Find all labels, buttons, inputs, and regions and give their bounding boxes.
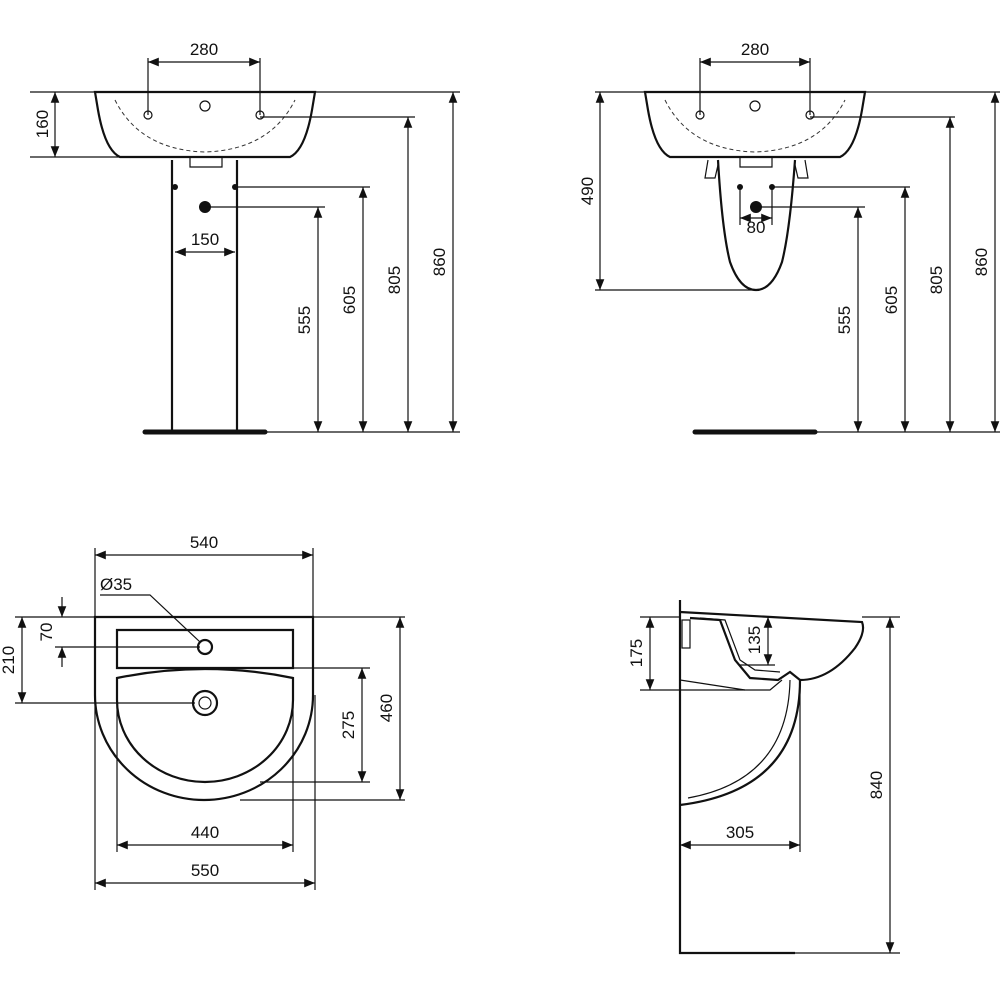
dim-540: 540 [190, 533, 218, 552]
dim-275: 275 [339, 711, 358, 739]
dim-555: 555 [295, 306, 314, 334]
semi-pedestal-front-view: 280 490 80 555 605 805 860 [578, 40, 1000, 435]
dim-460: 460 [377, 694, 396, 722]
dim-550: 550 [191, 861, 219, 880]
pedestal-front-view: 280 160 150 555 605 805 860 [30, 40, 460, 435]
dim-150: 150 [191, 230, 219, 249]
dim-280: 280 [741, 40, 769, 59]
dim-70: 70 [37, 623, 56, 642]
dim-860: 860 [972, 248, 991, 276]
dim-135: 135 [745, 626, 764, 654]
dim-605: 605 [882, 286, 901, 314]
dim-160: 160 [33, 110, 52, 138]
dim-440: 440 [191, 823, 219, 842]
dim-305: 305 [726, 823, 754, 842]
dim-80: 80 [747, 218, 766, 237]
dim-280: 280 [190, 40, 218, 59]
dim-805: 805 [385, 266, 404, 294]
side-section-view: 175 135 840 305 [627, 600, 900, 955]
dim-840: 840 [867, 771, 886, 799]
top-view: 540 Ø35 70 210 275 460 440 550 [0, 533, 405, 890]
dim-210: 210 [0, 646, 18, 674]
dim-860: 860 [430, 248, 449, 276]
dim-605: 605 [340, 286, 359, 314]
dim-805: 805 [927, 266, 946, 294]
dim-490: 490 [578, 177, 597, 205]
dim-555: 555 [835, 306, 854, 334]
dim-175: 175 [627, 639, 646, 667]
dim-diameter-35: Ø35 [100, 575, 132, 594]
